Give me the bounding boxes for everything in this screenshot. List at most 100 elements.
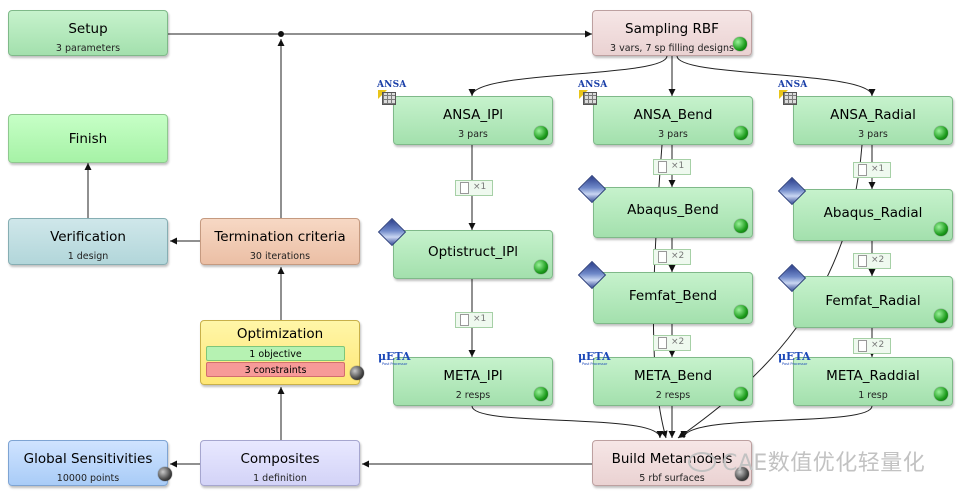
- termination-criteria-node[interactable]: Termination criteria 30 iterations: [200, 218, 360, 265]
- meta-radial-node[interactable]: META_Raddial 1 resp: [793, 357, 953, 406]
- optimization-node[interactable]: Optimization 1 objective 3 constraints: [200, 320, 364, 385]
- ansa-bend-subtitle: 3 pars: [658, 129, 688, 140]
- abaqus-radial-title: Abaqus_Radial: [823, 205, 923, 221]
- status-dark-icon: [158, 467, 172, 481]
- ansa-radial-subtitle: 3 pars: [858, 129, 888, 140]
- multiplicity-badge[interactable]: ×1: [653, 159, 691, 175]
- objective-bar[interactable]: 1 objective: [206, 346, 345, 361]
- multiplicity-label: ×2: [871, 255, 885, 265]
- ansa-ipl-node[interactable]: ANSA_IPl 3 pars: [393, 96, 553, 145]
- ansa-icon-label: ANSA: [778, 80, 808, 90]
- document-icon: [658, 161, 667, 173]
- optistruct-ipl-node[interactable]: Optistruct_IPl: [393, 230, 553, 279]
- abaqus-bend-node[interactable]: Abaqus_Bend: [593, 187, 753, 238]
- connector-meta-ipl-build: [471, 405, 664, 439]
- multiplicity-label: ×2: [671, 337, 685, 347]
- multiplicity-label: ×1: [473, 182, 487, 192]
- meta-radial-subtitle: 1 resp: [858, 390, 888, 401]
- status-ok-icon: [534, 260, 548, 274]
- document-icon: [858, 340, 867, 352]
- multiplicity-badge[interactable]: ×1: [455, 312, 493, 328]
- global-sensitivities-title: Global Sensitivities: [23, 451, 153, 467]
- ansa-radial-node[interactable]: ANSA_Radial 3 pars: [793, 96, 953, 145]
- meta-bend-title: META_Bend: [633, 368, 713, 384]
- wechat-logo-icon: [688, 452, 716, 472]
- status-ok-icon: [734, 126, 748, 140]
- document-icon: [658, 337, 667, 349]
- composites-title: Composites: [240, 451, 320, 467]
- abaqus-bend-title: Abaqus_Bend: [627, 202, 719, 218]
- ansa-icon: ANSA: [777, 80, 809, 108]
- document-icon: [460, 182, 469, 194]
- ansa-icon: ANSA: [376, 80, 408, 108]
- status-ok-icon: [934, 387, 948, 401]
- status-ok-icon: [534, 126, 548, 140]
- femfat-bend-node[interactable]: Femfat_Bend: [593, 272, 753, 324]
- finish-title: Finish: [68, 131, 108, 147]
- status-ok-icon: [934, 126, 948, 140]
- sampling-subtitle: 3 vars, 7 sp filling designs: [610, 43, 734, 54]
- setup-node[interactable]: Setup 3 parameters: [8, 10, 168, 56]
- multiplicity-badge[interactable]: ×2: [853, 253, 891, 269]
- termination-subtitle: 30 iterations: [249, 251, 311, 262]
- multiplicity-badge[interactable]: ×2: [653, 249, 691, 265]
- composites-node[interactable]: Composites 1 definition: [200, 440, 360, 486]
- meta-icon-label: μETA: [378, 350, 411, 363]
- global-sensitivities-node[interactable]: Global Sensitivities 10000 points: [8, 440, 172, 486]
- composites-subtitle: 1 definition: [253, 473, 307, 484]
- status-ok-icon: [734, 305, 748, 319]
- status-ok-icon: [934, 309, 948, 323]
- ansa-icon: ANSA: [577, 80, 609, 108]
- multiplicity-badge[interactable]: ×2: [653, 335, 691, 351]
- verification-node[interactable]: Verification 1 design: [8, 218, 168, 265]
- femfat-radial-title: Femfat_Radial: [825, 293, 921, 309]
- multiplicity-badge[interactable]: ×1: [853, 162, 891, 178]
- constraints-bar[interactable]: 3 constraints: [206, 362, 345, 377]
- finish-node[interactable]: Finish: [8, 114, 168, 163]
- multiplicity-label: ×1: [871, 164, 885, 174]
- ansa-icon-label: ANSA: [377, 80, 407, 90]
- meta-radial-title: META_Raddial: [826, 368, 920, 384]
- multiplicity-label: ×2: [671, 251, 685, 261]
- global-sensitivities-subtitle: 10000 points: [56, 473, 120, 484]
- document-icon: [460, 314, 469, 326]
- status-ok-icon: [734, 387, 748, 401]
- optistruct-ipl-title: Optistruct_IPl: [427, 244, 518, 260]
- meta-icon-label: μETA: [778, 350, 811, 363]
- multiplicity-label: ×2: [871, 340, 885, 350]
- ansa-radial-title: ANSA_Radial: [830, 107, 916, 123]
- multiplicity-badge[interactable]: ×1: [455, 180, 493, 196]
- multiplicity-badge[interactable]: ×2: [853, 338, 891, 354]
- meta-ipl-node[interactable]: META_IPl 2 resps: [393, 357, 553, 406]
- status-ok-icon: [734, 219, 748, 233]
- femfat-bend-title: Femfat_Bend: [628, 288, 718, 304]
- junction-dot: [278, 31, 284, 37]
- meta-ipl-title: META_IPl: [443, 368, 503, 384]
- ansa-bend-node[interactable]: ANSA_Bend 3 pars: [593, 96, 753, 145]
- ansa-ipl-title: ANSA_IPl: [442, 107, 503, 123]
- sampling-rbf-node[interactable]: Sampling RBF 3 vars, 7 sp filling design…: [592, 10, 752, 56]
- watermark-text: CAE数值优化轻量化: [722, 451, 926, 476]
- document-icon: [658, 251, 667, 263]
- status-ok-icon: [733, 37, 747, 51]
- build-metamodels-subtitle: 5 rbf surfaces: [639, 473, 705, 484]
- meta-bend-node[interactable]: META_Bend 2 resps: [593, 357, 753, 406]
- build-metamodels-node[interactable]: Build Metamodels 5 rbf surfaces: [592, 440, 752, 486]
- termination-title: Termination criteria: [214, 229, 346, 245]
- ansa-icon-label: ANSA: [578, 80, 608, 90]
- status-dark-icon: [735, 467, 749, 481]
- meta-ipl-subtitle: 2 resps: [455, 390, 491, 401]
- abaqus-radial-node[interactable]: Abaqus_Radial: [793, 189, 953, 241]
- meta-icon-sublabel: Post Processor: [382, 362, 408, 366]
- femfat-radial-node[interactable]: Femfat_Radial: [793, 276, 953, 328]
- multiplicity-label: ×1: [671, 161, 685, 171]
- setup-subtitle: 3 parameters: [55, 43, 121, 54]
- document-icon: [858, 255, 867, 267]
- multiplicity-label: ×1: [473, 314, 487, 324]
- verification-title: Verification: [50, 229, 126, 245]
- setup-title: Setup: [68, 21, 108, 37]
- meta-icon-sublabel: Post Processor: [782, 362, 808, 366]
